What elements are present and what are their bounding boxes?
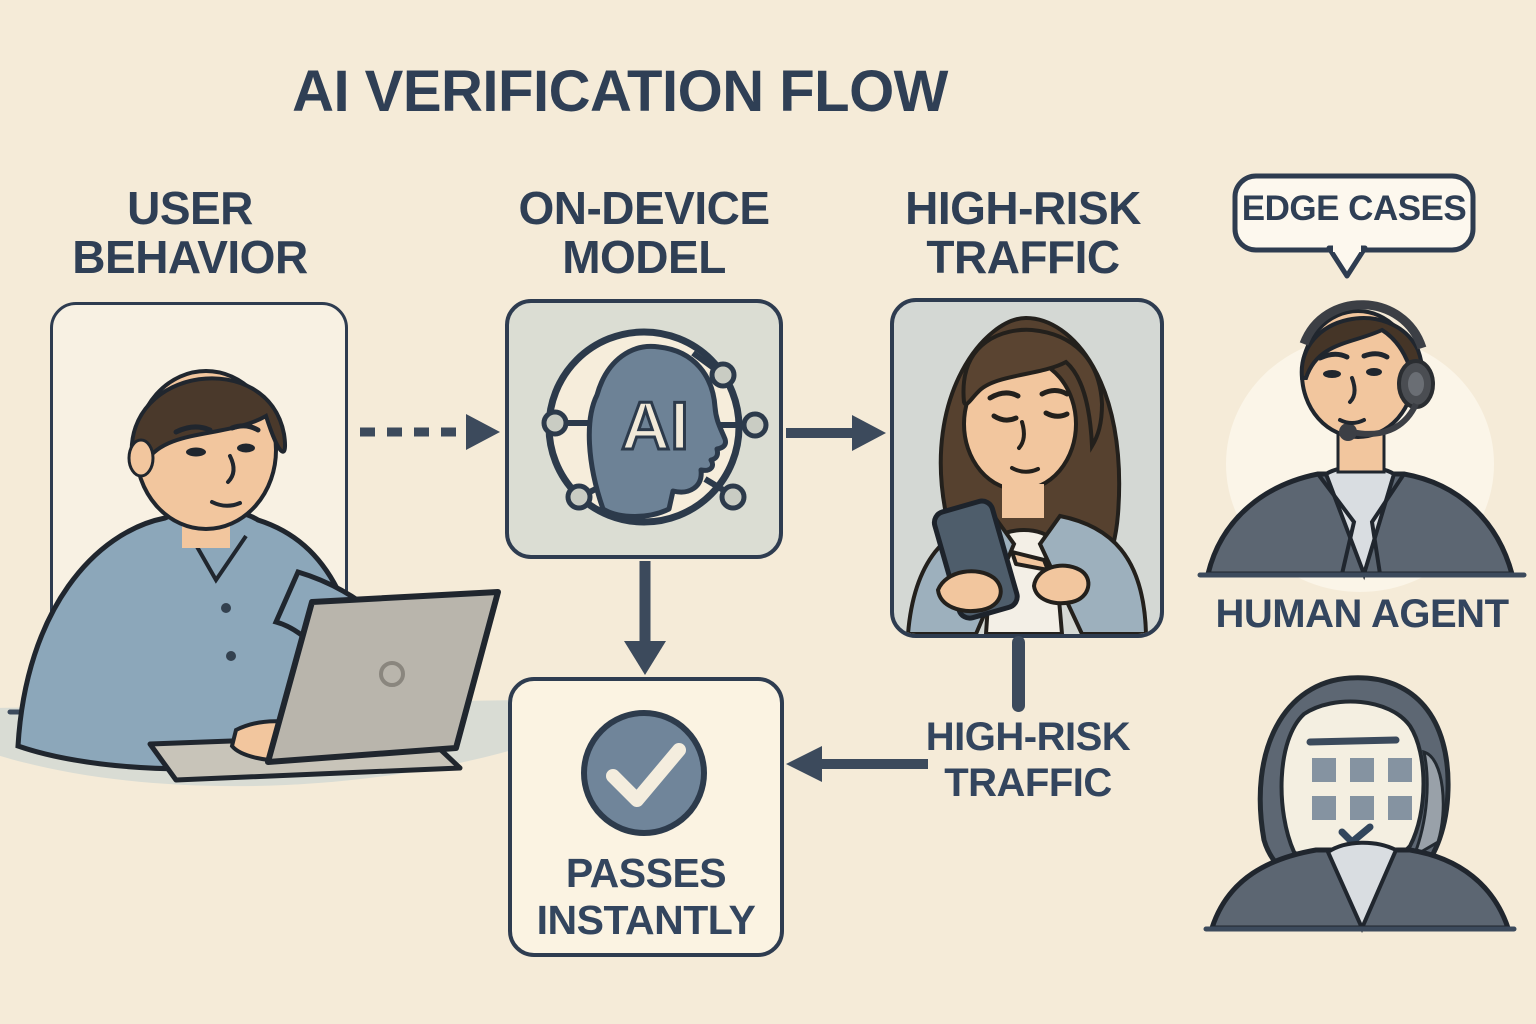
high-risk-traffic-label-line2: TRAFFIC bbox=[926, 230, 1120, 283]
high-risk-traffic-panel bbox=[890, 298, 1164, 638]
arrow-left-icon bbox=[786, 746, 928, 782]
agent-eye bbox=[1366, 368, 1382, 376]
man-brow bbox=[173, 424, 213, 435]
on-device-model-label: ON-DEVICE MODEL bbox=[483, 184, 805, 282]
anon-shirt bbox=[1325, 840, 1399, 933]
form-line-icon bbox=[1306, 736, 1400, 746]
man-mouth bbox=[210, 500, 242, 508]
agent-lapel bbox=[1316, 472, 1357, 575]
headset-earcup-inner bbox=[1408, 372, 1424, 396]
edge-cases-label: EDGE CASES bbox=[1241, 189, 1467, 228]
arrow-right-icon bbox=[786, 415, 886, 451]
headset-mic-boom-icon bbox=[1351, 402, 1419, 437]
man-eye bbox=[237, 443, 255, 453]
user-behavior-label-line1: USER bbox=[127, 182, 253, 234]
agent-brow bbox=[1317, 351, 1350, 361]
high-risk-traffic-flow-label: HIGH-RISK TRAFFIC bbox=[868, 714, 1188, 807]
agent-brow bbox=[1361, 351, 1390, 360]
user-at-laptop-illustration bbox=[0, 369, 520, 787]
shirt-collar bbox=[190, 534, 248, 584]
man-ear bbox=[127, 438, 155, 478]
page-title: AI VERIFICATION FLOW bbox=[292, 59, 948, 124]
woman-brow bbox=[1039, 388, 1070, 397]
anonymized-user-illustration bbox=[1203, 675, 1517, 933]
man-eye bbox=[186, 447, 206, 457]
on-device-model-label-line1: ON-DEVICE bbox=[518, 182, 770, 234]
shirt-button bbox=[221, 603, 231, 613]
anon-ear-shade bbox=[1411, 749, 1445, 860]
passes-line2: INSTANTLY bbox=[536, 896, 756, 943]
shirt-button bbox=[226, 651, 236, 661]
ai-head-icon: AI bbox=[541, 328, 769, 526]
woman-nose bbox=[1017, 420, 1026, 450]
woman-eye bbox=[1043, 410, 1070, 419]
human-agent-illustration bbox=[1197, 300, 1527, 592]
laptop-logo bbox=[379, 661, 405, 687]
checkmark-icon bbox=[581, 710, 707, 836]
woman-hand-pointing bbox=[1031, 563, 1091, 606]
high-risk-flow-line1: HIGH-RISK bbox=[925, 715, 1131, 759]
headset-mic-icon bbox=[1339, 423, 1357, 441]
edge-cases-speech-bubble bbox=[1232, 173, 1476, 279]
passes-instantly-label: PASSES INSTANTLY bbox=[508, 850, 784, 943]
man-nose bbox=[226, 454, 236, 484]
woman-blazer bbox=[1037, 513, 1149, 634]
agent-lapel bbox=[1369, 472, 1406, 575]
connector-line-down bbox=[1012, 636, 1025, 712]
woman-brow bbox=[987, 390, 1021, 401]
headset-band-icon bbox=[1299, 300, 1427, 350]
woman-with-phone-illustration bbox=[905, 315, 1149, 634]
agent-eye bbox=[1323, 370, 1341, 378]
high-risk-flow-line2: TRAFFIC bbox=[944, 761, 1112, 806]
agent-nose bbox=[1348, 376, 1357, 404]
high-risk-traffic-label: HIGH-RISK TRAFFIC bbox=[862, 184, 1184, 282]
user-behavior-label-line2: BEHAVIOR bbox=[72, 230, 308, 283]
man-brow bbox=[229, 423, 261, 433]
woman-mouth bbox=[1010, 466, 1040, 474]
arrow-dashed-right-icon bbox=[360, 414, 500, 450]
ai-badge-text: AI bbox=[621, 388, 689, 464]
on-device-model-label-line2: MODEL bbox=[562, 230, 726, 283]
woman-neck bbox=[1002, 484, 1044, 518]
user-behavior-label: USER BEHAVIOR bbox=[25, 184, 355, 282]
human-agent-label: HUMAN AGENT bbox=[1215, 592, 1510, 636]
form-grid-icon bbox=[1312, 758, 1412, 820]
woman-hair-front bbox=[961, 327, 1105, 453]
passes-line1: PASSES bbox=[565, 850, 727, 896]
arrow-down-icon bbox=[624, 561, 666, 675]
agent-mouth bbox=[1338, 418, 1366, 425]
woman-hand-holding bbox=[935, 569, 1003, 613]
woman-eye bbox=[991, 413, 1019, 423]
high-risk-traffic-label-line1: HIGH-RISK bbox=[905, 182, 1141, 234]
